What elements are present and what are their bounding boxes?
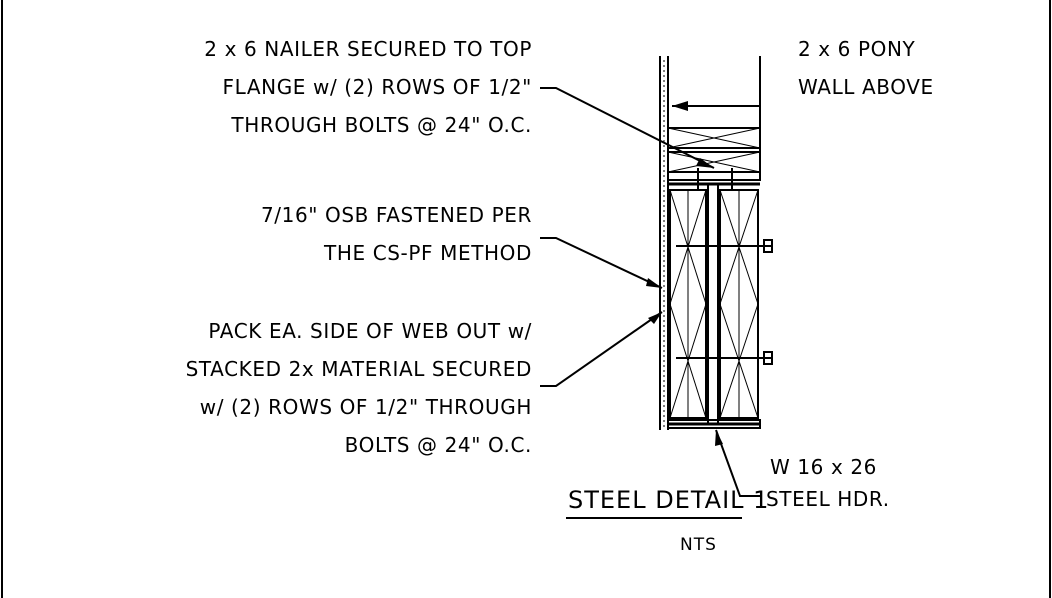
arrowheads	[646, 101, 723, 446]
osb-sheathing	[659, 56, 669, 430]
nailer	[667, 171, 761, 186]
osb-note-line-2: THE CS-PF METHOD	[323, 241, 532, 265]
detail-scale: NTS	[680, 535, 717, 555]
nailer-note-line-2: FLANGE w/ (2) ROWS OF 1/2"	[223, 75, 532, 99]
through-bolts	[676, 168, 773, 365]
packing-left	[669, 189, 707, 419]
beam-note: W 16 x 26 STEEL HDR.	[766, 455, 890, 511]
pack-note-line-4: BOLTS @ 24" O.C.	[345, 433, 532, 457]
nailer-note-line-1: 2 x 6 NAILER SECURED TO TOP	[204, 37, 532, 61]
detail-title: STEEL DETAIL 1	[568, 486, 769, 514]
packing-right	[719, 189, 759, 419]
nailer-note-line-3: THROUGH BOLTS @ 24" O.C.	[230, 113, 532, 137]
osb-note: 7/16" OSB FASTENED PER THE CS-PF METHOD	[261, 203, 532, 265]
nailer-note: 2 x 6 NAILER SECURED TO TOP FLANGE w/ (2…	[204, 37, 532, 137]
detail-title-block: STEEL DETAIL 1 NTS	[566, 486, 769, 555]
pony-wall-note-line-2: WALL ABOVE	[798, 75, 934, 99]
pack-note: PACK EA. SIDE OF WEB OUT w/ STACKED 2x M…	[186, 319, 532, 457]
steel-beam	[667, 183, 761, 429]
pony-wall-note: 2 x 6 PONY WALL ABOVE	[798, 37, 934, 99]
pack-note-line-1: PACK EA. SIDE OF WEB OUT w/	[208, 319, 532, 343]
osb-note-line-1: 7/16" OSB FASTENED PER	[261, 203, 532, 227]
pony-wall-note-line-1: 2 x 6 PONY	[798, 37, 916, 61]
pack-note-line-3: w/ (2) ROWS OF 1/2" THROUGH	[200, 395, 532, 419]
beam-note-line-1: W 16 x 26	[770, 455, 877, 479]
beam-note-line-2: STEEL HDR.	[766, 487, 890, 511]
pack-note-line-2: STACKED 2x MATERIAL SECURED	[186, 357, 532, 381]
leader-lines	[540, 87, 760, 497]
pony-wall	[667, 56, 761, 175]
